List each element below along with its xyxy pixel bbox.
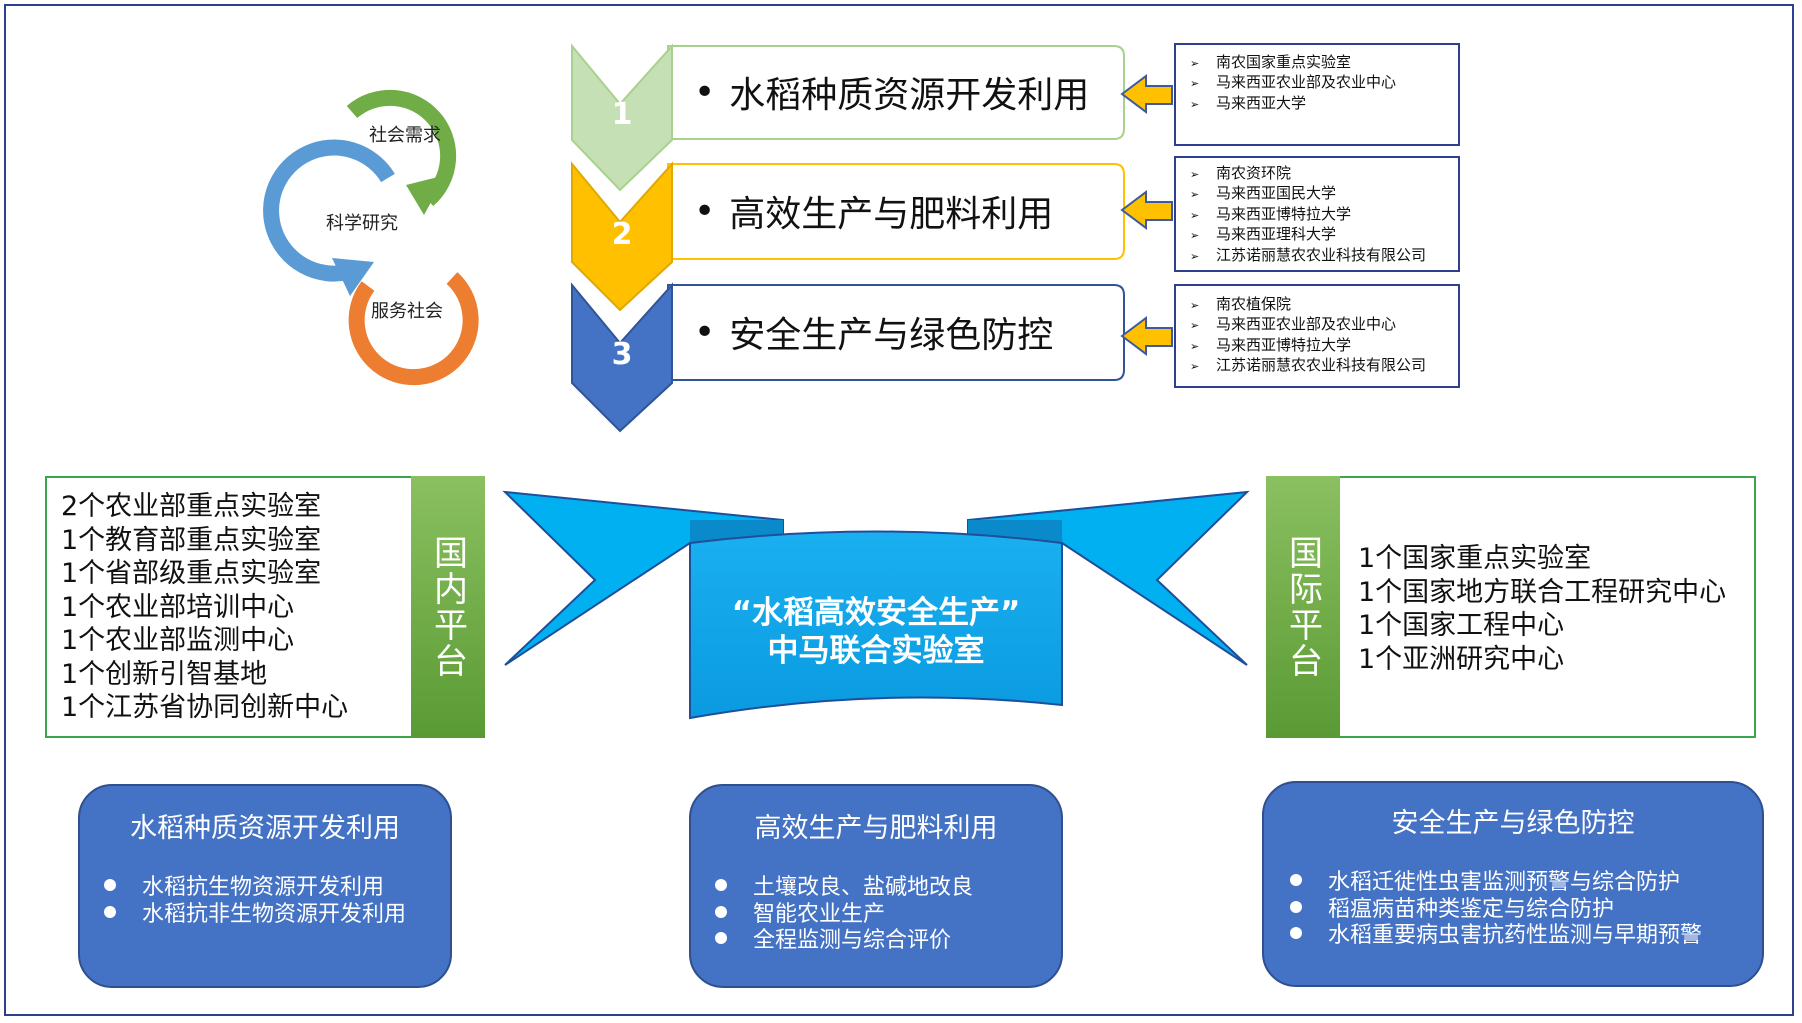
step-1-number: 1	[611, 97, 633, 132]
card-item: 水稻抗生物资源开发利用	[104, 875, 450, 902]
international-item: 1个国家地方联合工程研究中心	[1358, 576, 1727, 608]
outer-frame	[4, 4, 1794, 1016]
source-box-2: ➢南农资环院 ➢马来西亚国民大学 ➢马来西亚博特拉大学 ➢马来西亚理科大学 ➢江…	[1174, 156, 1460, 272]
card-item: 水稻抗非生物资源开发利用	[104, 902, 450, 929]
center-title-line2: 中马联合实验室	[767, 633, 985, 669]
international-item: 1个国家工程中心	[1358, 610, 1565, 641]
step-2-box	[667, 163, 1125, 260]
source-item: ➢马来西亚大学	[1190, 93, 1307, 112]
source-item: ➢江苏诺丽慧农农业科技有限公司	[1190, 356, 1427, 375]
center-title-line1: “水稻高效安全生产”	[731, 595, 1021, 631]
domestic-item: 1个农业部监测中心	[61, 625, 295, 656]
step-2-title: •高效生产与肥料利用	[694, 190, 1054, 236]
source-item: ➢南农资环院	[1190, 164, 1292, 182]
source-item: ➢江苏诺丽慧农农业科技有限公司	[1190, 245, 1427, 264]
source-item: ➢马来西亚农业部及农业中心	[1190, 73, 1397, 92]
domestic-item: 1个农业部培训中心	[61, 591, 295, 623]
card-title: 高效生产与肥料利用	[754, 813, 998, 844]
step-2-number: 2	[611, 217, 633, 252]
step-1-title: •水稻种质资源开发利用	[694, 71, 1090, 117]
international-item: 1个亚洲研究中心	[1358, 643, 1565, 675]
center-banner	[502, 490, 1250, 720]
card-title: 安全生产与绿色防控	[1391, 808, 1635, 839]
domestic-item: 2个农业部重点实验室	[61, 491, 322, 522]
domestic-item: 1个省部级重点实验室	[61, 558, 322, 589]
domestic-item: 1个创新引智基地	[61, 658, 268, 690]
card-safety: 安全生产与绿色防控 水稻迁徙性虫害监测预警与综合防护 稻瘟病苗种类鉴定与综合防护…	[1262, 781, 1764, 987]
source-arrow-1	[1120, 74, 1173, 114]
source-item: ➢马来西亚博特拉大学	[1190, 204, 1352, 223]
cycle-ring-green	[346, 89, 457, 215]
international-item: 1个国家重点实验室	[1358, 543, 1592, 574]
card-item: 水稻重要病虫害抗药性监测与早期预警	[1290, 923, 1762, 950]
source-item: ➢马来西亚国民大学	[1190, 184, 1337, 203]
source-box-1: ➢南农国家重点实验室 ➢马来西亚农业部及农业中心 ➢马来西亚大学	[1174, 43, 1460, 146]
card-germplasm: 水稻种质资源开发利用 水稻抗生物资源开发利用 水稻抗非生物资源开发利用	[78, 784, 452, 988]
center-title: “水稻高效安全生产” 中马联合实验室	[690, 594, 1062, 670]
step-3-box	[667, 284, 1125, 381]
card-item: 土壤改良、盐碱地改良	[715, 875, 1061, 902]
step-3-number: 3	[611, 337, 633, 372]
card-item: 智能农业生产	[715, 902, 1061, 929]
card-item: 水稻迁徙性虫害监测预警与综合防护	[1290, 870, 1762, 897]
source-item: ➢南农植保院	[1190, 295, 1292, 313]
domestic-item: 1个江苏省协同创新中心	[61, 692, 349, 723]
card-production: 高效生产与肥料利用 土壤改良、盐碱地改良 智能农业生产 全程监测与综合评价	[689, 784, 1063, 988]
step-3-title: •安全生产与绿色防控	[694, 311, 1054, 357]
domestic-item: 1个教育部重点实验室	[61, 524, 322, 556]
cycle-label-social-demand: 社会需求	[369, 125, 441, 146]
cycle-label-scientific-research: 科学研究	[326, 213, 398, 234]
international-platform-label: 国际平台	[1266, 476, 1340, 738]
international-platform-box: 1个国家重点实验室 1个国家地方联合工程研究中心 1个国家工程中心 1个亚洲研究…	[1266, 476, 1756, 738]
source-arrow-3	[1120, 316, 1173, 356]
source-item: ➢马来西亚博特拉大学	[1190, 335, 1352, 354]
cycle-ring-blue	[263, 139, 395, 296]
source-item: ➢南农国家重点实验室	[1190, 53, 1352, 71]
step-1-chevron	[571, 43, 673, 192]
cycle-label-serve-society: 服务社会	[371, 301, 443, 322]
source-arrow-2	[1120, 190, 1173, 230]
card-item: 稻瘟病苗种类鉴定与综合防护	[1290, 897, 1762, 924]
source-item: ➢马来西亚农业部及农业中心	[1190, 315, 1397, 334]
step-1-box	[667, 45, 1125, 140]
domestic-platform-label: 国内平台	[411, 476, 485, 738]
card-title: 水稻种质资源开发利用	[130, 813, 400, 844]
cycle-ring-orange	[348, 272, 479, 386]
source-item: ➢马来西亚理科大学	[1190, 225, 1337, 244]
step-2-chevron	[571, 161, 673, 312]
step-3-chevron	[571, 282, 673, 433]
card-item: 全程监测与综合评价	[715, 928, 1061, 955]
source-box-3: ➢南农植保院 ➢马来西亚农业部及农业中心 ➢马来西亚博特拉大学 ➢江苏诺丽慧农农…	[1174, 284, 1460, 388]
